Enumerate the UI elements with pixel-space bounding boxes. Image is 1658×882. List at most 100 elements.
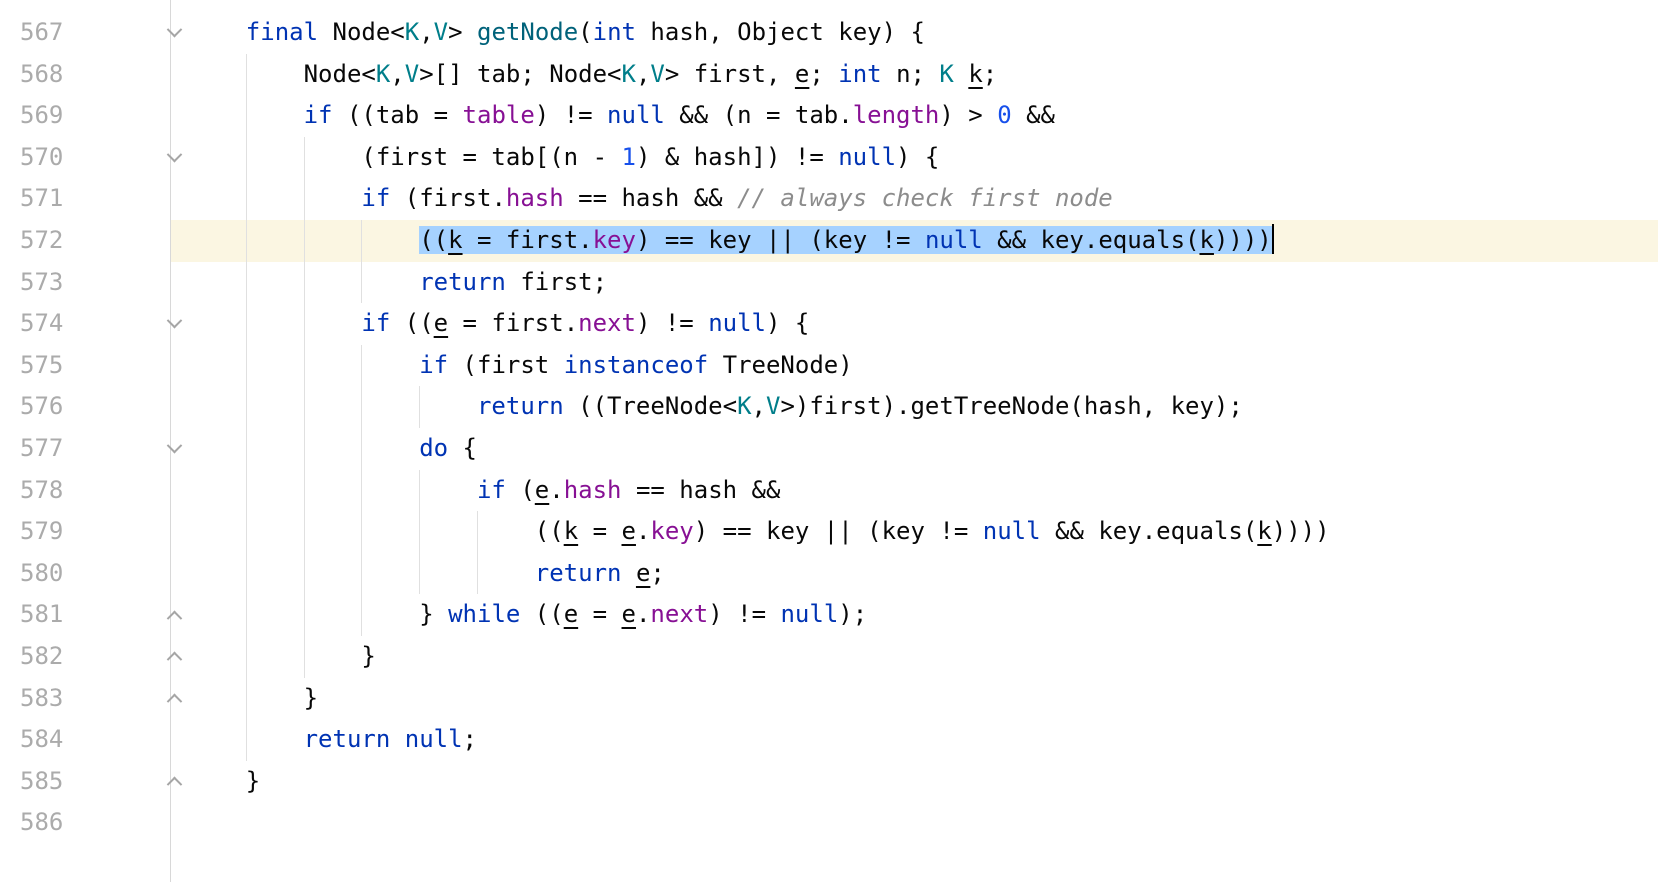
code-line[interactable]: 571 if (first.hash == hash && // always … xyxy=(0,178,1658,220)
line-number[interactable]: 567 xyxy=(20,18,64,46)
line-number[interactable]: 578 xyxy=(20,475,64,504)
code-text[interactable]: } xyxy=(171,677,1658,720)
indent-guide xyxy=(303,261,305,304)
indent-guide xyxy=(419,386,421,428)
code-line-text: } while ((e = e.next) != null); xyxy=(419,600,868,629)
fold-end-icon[interactable] xyxy=(162,761,186,803)
fold-end-icon[interactable] xyxy=(162,636,186,678)
code-text[interactable]: return e; xyxy=(171,552,1658,595)
code-line-text: do { xyxy=(419,433,477,462)
code-line[interactable]: 581 } while ((e = e.next) != null); xyxy=(0,594,1658,636)
line-number[interactable]: 571 xyxy=(20,184,64,213)
code-text[interactable]: if (first.hash == hash && // always chec… xyxy=(171,178,1658,220)
code-line[interactable]: 575 if (first instanceof TreeNode) xyxy=(0,344,1658,387)
code-line[interactable]: 577 do { xyxy=(0,427,1658,470)
code-text[interactable]: return ((TreeNode<K,V>)first).getTreeNod… xyxy=(171,386,1658,428)
indent-guide xyxy=(245,511,247,553)
code-line-text: return null; xyxy=(303,725,477,754)
code-text[interactable]: if (e.hash == hash && xyxy=(171,469,1658,512)
code-text[interactable]: return null; xyxy=(171,719,1658,761)
code-text[interactable]: } xyxy=(171,761,1658,803)
chevron-up-icon xyxy=(166,651,182,668)
chevron-up-icon xyxy=(166,693,182,709)
indent-guide xyxy=(303,511,305,553)
code-text[interactable]: if ((tab = table) != null && (n = tab.le… xyxy=(171,95,1658,137)
line-number[interactable]: 582 xyxy=(20,641,64,670)
code-line[interactable]: 574 if ((e = first.next) != null) { xyxy=(0,303,1658,345)
fold-end-icon[interactable] xyxy=(162,678,186,720)
line-number[interactable]: 579 xyxy=(20,517,64,546)
code-line-text: return e; xyxy=(534,558,665,587)
line-number[interactable]: 586 xyxy=(20,808,64,837)
line-number[interactable]: 572 xyxy=(20,225,64,254)
fold-collapse-icon[interactable] xyxy=(162,12,186,54)
code-line-text: return first; xyxy=(419,267,608,296)
indent-guide xyxy=(245,303,247,345)
code-line[interactable]: 586 xyxy=(0,802,1658,844)
code-line[interactable]: 576 return ((TreeNode<K,V>)first).getTre… xyxy=(0,386,1658,428)
code-line[interactable]: 585 } xyxy=(0,761,1658,803)
code-line[interactable]: 568 Node<K,V>[] tab; Node<K,V> first, e;… xyxy=(0,53,1658,96)
indent-guide xyxy=(303,635,305,678)
indent-guide xyxy=(245,635,247,678)
fold-collapse-icon[interactable] xyxy=(162,428,186,470)
chevron-down-icon xyxy=(166,146,182,163)
indent-guide xyxy=(303,178,305,220)
line-number[interactable]: 568 xyxy=(20,59,64,88)
code-line[interactable]: 584 return null; xyxy=(0,719,1658,761)
indent-guide xyxy=(361,552,363,595)
code-text[interactable]: ((k = first.key) == key || (key != null … xyxy=(171,219,1658,262)
line-number[interactable]: 574 xyxy=(20,309,64,338)
code-line-text: ((k = e.key) == key || (key != null && k… xyxy=(534,517,1330,546)
indent-guide xyxy=(245,261,247,304)
line-number[interactable]: 570 xyxy=(20,142,64,171)
line-number[interactable]: 576 xyxy=(20,392,64,421)
fold-collapse-icon[interactable] xyxy=(162,137,186,179)
code-text[interactable]: return first; xyxy=(171,261,1658,304)
code-line[interactable]: 580 return e; xyxy=(0,552,1658,595)
line-number[interactable]: 581 xyxy=(20,600,64,629)
code-text[interactable]: ((k = e.key) == key || (key != null && k… xyxy=(171,511,1658,553)
line-number[interactable]: 577 xyxy=(20,433,64,462)
code-line[interactable]: 578 if (e.hash == hash && xyxy=(0,469,1658,512)
line-number[interactable]: 573 xyxy=(20,267,64,296)
code-text[interactable]: do { xyxy=(171,427,1658,470)
indent-guide xyxy=(303,469,305,512)
indent-guide xyxy=(303,386,305,428)
code-line[interactable]: 569 if ((tab = table) != null && (n = ta… xyxy=(0,95,1658,137)
fold-end-icon[interactable] xyxy=(162,594,186,636)
indent-guide xyxy=(361,386,363,428)
text-caret xyxy=(1271,223,1274,254)
indent-guide xyxy=(245,219,247,262)
code-text[interactable]: } while ((e = e.next) != null); xyxy=(171,594,1658,636)
code-text[interactable]: if ((e = first.next) != null) { xyxy=(171,303,1658,345)
code-line[interactable]: 582 } xyxy=(0,635,1658,678)
code-text[interactable]: Node<K,V>[] tab; Node<K,V> first, e; int… xyxy=(171,53,1658,96)
indent-guide xyxy=(361,469,363,512)
indent-guide xyxy=(245,719,247,761)
code-line[interactable]: 567 final Node<K,V> getNode(int hash, Ob… xyxy=(0,12,1658,54)
indent-guide xyxy=(361,261,363,304)
code-text[interactable]: } xyxy=(171,635,1658,678)
line-number[interactable]: 569 xyxy=(20,101,64,130)
line-number[interactable]: 585 xyxy=(20,766,64,795)
line-number[interactable]: 583 xyxy=(20,683,64,712)
indent-guide xyxy=(245,344,247,387)
code-line-text: if (first.hash == hash && // always chec… xyxy=(361,184,1113,213)
line-number[interactable]: 580 xyxy=(20,558,64,587)
code-line[interactable]: 583 } xyxy=(0,677,1658,720)
fold-collapse-icon[interactable] xyxy=(162,303,186,345)
code-text[interactable]: (first = tab[(n - 1) & hash]) != null) { xyxy=(171,136,1658,179)
code-text[interactable]: if (first instanceof TreeNode) xyxy=(171,344,1658,387)
indent-guide xyxy=(476,511,478,553)
code-line[interactable]: 579 ((k = e.key) == key || (key != null … xyxy=(0,511,1658,553)
line-number[interactable]: 584 xyxy=(20,725,64,754)
indent-guide xyxy=(303,552,305,595)
code-text[interactable] xyxy=(171,802,1658,844)
code-line[interactable]: 573 return first; xyxy=(0,261,1658,304)
line-number[interactable]: 575 xyxy=(20,350,64,379)
code-line[interactable]: 570 (first = tab[(n - 1) & hash]) != nul… xyxy=(0,136,1658,179)
code-line[interactable]: 572 ((k = first.key) == key || (key != n… xyxy=(0,219,1658,262)
code-text[interactable]: final Node<K,V> getNode(int hash, Object… xyxy=(171,12,1658,54)
